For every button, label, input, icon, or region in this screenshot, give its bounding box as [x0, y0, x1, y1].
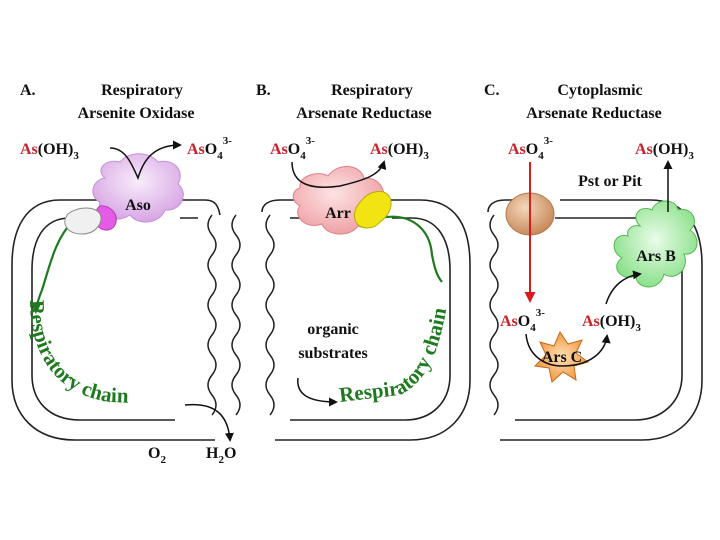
panel-c-external-arsenate-as: As — [508, 141, 526, 158]
panel-a-letter: A. — [20, 82, 36, 99]
panel-a: Aso As(OH)3 AsO43- O2 H2O Respiratory ch… — [11, 135, 241, 466]
panel-c-external-arsenate-o: O — [526, 141, 538, 158]
panel-c-title-line2: Arsenate Reductase — [526, 105, 662, 122]
panel-b-arsenate-as: As — [270, 141, 288, 158]
water-label: H2O — [206, 445, 236, 466]
ars-b-pump-shape — [613, 200, 698, 288]
panel-a-arsenite-sub3: 3 — [73, 150, 79, 162]
aso-enzyme-shape — [92, 153, 184, 223]
panel-c-letter: C. — [484, 82, 500, 99]
panel-c-internal-arsenite-as: As — [582, 313, 600, 330]
panel-a-title-line2: Arsenite Oxidase — [78, 105, 195, 122]
panel-c: AsO43- As(OH)3 Pst or Pit Ars B AsO43- A… — [487, 135, 703, 441]
panel-c-internal-arsenate-charge: 3- — [536, 307, 546, 319]
panel-a-arsenite-as: As — [20, 141, 38, 158]
panel-b-arsenate-sub4: 4 — [300, 150, 306, 162]
panel-c-internal-arsenate-o: O — [518, 313, 530, 330]
ars-c-enzyme-shape — [533, 330, 590, 383]
panel-c-external-arsenite-label: As(OH)3 — [635, 141, 694, 162]
panel-b-title-line1: Respiratory — [331, 82, 413, 99]
panel-a-membrane-top-right — [175, 199, 221, 216]
panel-c-wavy-boundary — [489, 214, 499, 416]
panel-c-internal-arsenite-label: As(OH)3 — [582, 313, 641, 334]
oxygen-label: O2 — [148, 445, 166, 466]
aso-grey-subunit — [64, 207, 102, 235]
panel-a-arsenate-charge: 3- — [223, 135, 233, 147]
panel-b-letter: B. — [256, 82, 271, 99]
panel-a-wavy-boundary — [207, 214, 217, 416]
panel-a-header: A. Respiratory Arsenite Oxidase — [20, 82, 194, 122]
panel-b-wavy-boundary — [265, 214, 275, 416]
oxygen-o: O — [148, 445, 160, 462]
panel-a-oxidation-arrow — [109, 140, 182, 181]
panel-a-arsenite-oh: (OH) — [38, 141, 74, 158]
panel-b-header: B. Respiratory Arsenate Reductase — [256, 82, 432, 122]
oxygen-sub2: 2 — [160, 454, 166, 466]
panel-a-title-line1: Respiratory — [101, 82, 183, 99]
panel-c-arsenite-to-arsb-arrow — [605, 270, 642, 305]
panel-c-header: C. Cytoplasmic Arsenate Reductase — [484, 82, 662, 122]
water-h: H — [206, 445, 219, 462]
ars-c-label: Ars C — [542, 349, 582, 366]
panel-a-electron-chain — [31, 221, 73, 314]
panel-c-external-arsenate-label: AsO43- — [508, 135, 553, 162]
panel-a-oxygen-arrow — [184, 403, 234, 442]
panel-b-title-line2: Arsenate Reductase — [296, 105, 432, 122]
panel-c-internal-arsenate-sub4: 4 — [530, 322, 536, 334]
panel-b-substrate-arrow — [297, 377, 338, 407]
panel-a-arsenate-as: As — [187, 141, 205, 158]
organic-label: organic — [307, 321, 359, 338]
panel-a-respiratory-chain-text: Respiratory chain — [25, 299, 130, 407]
panel-b-arsenite-label: As(OH)3 — [370, 141, 429, 162]
panel-c-internal-arsenate-as: As — [500, 313, 518, 330]
panel-b-arsenite-oh: (OH) — [388, 141, 424, 158]
panel-b-electron-chain — [379, 215, 443, 283]
panel-c-title-line1: Cytoplasmic — [557, 82, 642, 99]
panel-c-external-arsenite-sub3: 3 — [688, 150, 694, 162]
water-o: O — [224, 445, 236, 462]
panel-a-respiratory-chain-label: Respiratory chain — [25, 299, 130, 407]
arr-yellow-subunit — [353, 191, 392, 229]
panel-b-reduction-arrow — [291, 160, 387, 188]
panel-c-internal-arsenite-oh: (OH) — [600, 313, 636, 330]
panel-a-arsenate-sub4: 4 — [217, 150, 223, 162]
panel-c-external-arsenite-as: As — [635, 141, 653, 158]
panel-b-arsenate-charge: 3- — [306, 135, 316, 147]
panel-b-arsenate-o: O — [288, 141, 300, 158]
panel-b-arsenite-sub3: 3 — [423, 150, 429, 162]
pst-pit-label: Pst or Pit — [578, 173, 642, 190]
panel-a-arsenite-label: As(OH)3 — [20, 141, 79, 162]
panel-c-external-arsenate-charge: 3- — [544, 135, 554, 147]
panel-c-ars-c-reaction-arrow — [525, 333, 611, 367]
water-sub2: 2 — [218, 454, 224, 466]
panel-c-external-arsenate-sub4: 4 — [538, 150, 544, 162]
panel-c-internal-arsenite-sub3: 3 — [635, 322, 641, 334]
arr-label: Arr — [325, 205, 351, 222]
panel-b-arsenite-as: As — [370, 141, 388, 158]
aso-label: Aso — [125, 197, 151, 214]
panel-b-membrane-outer — [261, 199, 471, 441]
panel-c-internal-arsenate-label: AsO43- — [500, 307, 545, 334]
ars-b-label: Ars B — [636, 248, 676, 265]
panel-c-external-arsenite-oh: (OH) — [653, 141, 689, 158]
panel-a-arsenate-label: AsO43- — [187, 135, 232, 162]
panel-a-wavy-boundary-2 — [231, 214, 241, 416]
panel-a-membrane-outer — [11, 199, 215, 441]
panel-a-membrane-inner — [31, 217, 175, 421]
substrates-label: substrates — [298, 345, 367, 362]
panel-a-arsenate-o: O — [205, 141, 217, 158]
panel-b: Arr AsO43- As(OH)3 organic substrates Re… — [261, 135, 471, 441]
panel-b-arsenate-label: AsO43- — [270, 135, 315, 162]
